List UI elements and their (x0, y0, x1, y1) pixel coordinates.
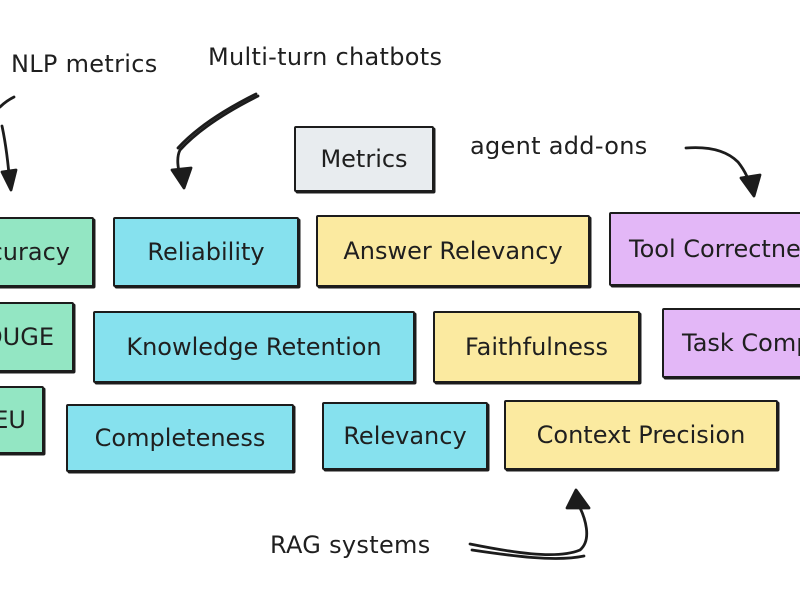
tool-correctness-label: Tool Correctness (629, 235, 800, 263)
bleu-label: BLEU (0, 406, 26, 434)
agent-arrow-icon (684, 146, 762, 198)
faithfulness-label: Faithfulness (465, 333, 608, 361)
multi-turn-chatbots-annotation: Multi-turn chatbots (208, 43, 443, 71)
chatbot-arrow-icon (170, 92, 260, 190)
reliability-box: Reliability (113, 217, 299, 287)
knowledge-retention-box: Knowledge Retention (93, 311, 415, 383)
rouge-label: ROUGE (0, 323, 54, 351)
answer-relevancy-box: Answer Relevancy (316, 215, 590, 287)
relevancy-box: Relevancy (322, 402, 488, 470)
nlp-metrics-annotation: NLP metrics (11, 50, 158, 78)
task-completion-label: Task Completion (682, 329, 800, 357)
context-precision-box: Context Precision (504, 400, 778, 470)
accuracy-label: Accuracy (0, 238, 70, 266)
rag-arrow-icon (468, 488, 591, 560)
metrics-header-label: Metrics (320, 145, 408, 173)
rag-systems-annotation: RAG systems (270, 531, 431, 559)
context-precision-label: Context Precision (536, 421, 746, 449)
nlp-arrow-icon (0, 95, 18, 192)
task-completion-box: Task Completion (662, 308, 800, 378)
tool-correctness-box: Tool Correctness (609, 212, 800, 286)
agent-addons-annotation: agent add-ons (470, 132, 648, 160)
knowledge-retention-label: Knowledge Retention (126, 333, 382, 361)
relevancy-label: Relevancy (343, 422, 467, 450)
metrics-header-box: Metrics (294, 126, 434, 192)
rouge-box: ROUGE (0, 302, 74, 372)
reliability-label: Reliability (147, 238, 265, 266)
faithfulness-box: Faithfulness (433, 311, 640, 383)
completeness-label: Completeness (94, 424, 266, 452)
completeness-box: Completeness (66, 404, 294, 472)
answer-relevancy-label: Answer Relevancy (343, 237, 563, 265)
accuracy-box: Accuracy (0, 217, 94, 287)
bleu-box: BLEU (0, 386, 44, 454)
